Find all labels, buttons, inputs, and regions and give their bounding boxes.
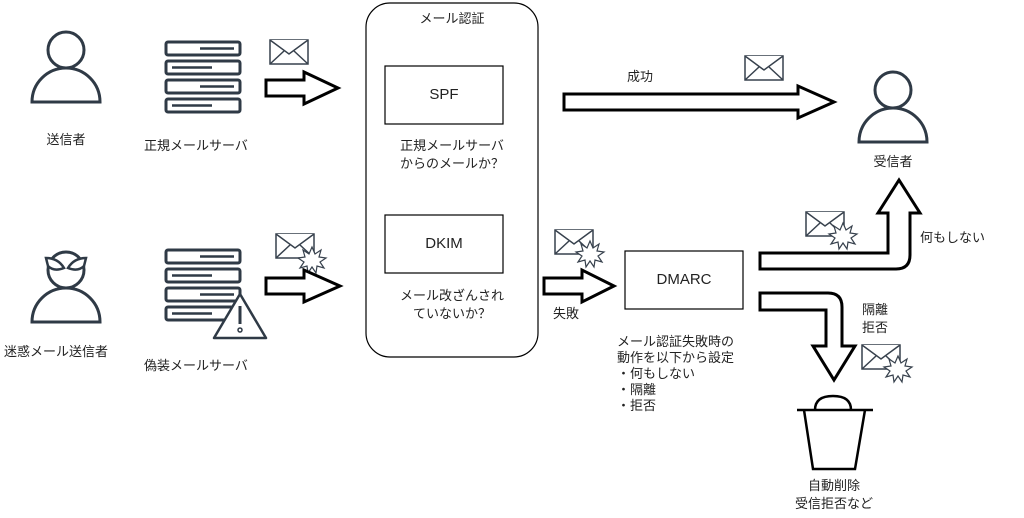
spammer-label: 迷惑メール送信者 [4, 345, 109, 360]
trash-label-1: 自動削除 [807, 479, 860, 494]
spf-desc-1: 正規メールサーバ [400, 139, 504, 154]
trash-icon [797, 394, 873, 471]
spammer-icon [30, 250, 102, 324]
arrow-do-nothing [758, 177, 923, 271]
spf-desc-2: からのメールか？ [399, 157, 504, 172]
arrow-success [562, 83, 838, 121]
success-label: 成功 [627, 70, 654, 85]
fake-server-icon [164, 248, 268, 340]
legit-server-label: 正規メールサーバ [144, 139, 248, 154]
arrow-fake-to-auth [264, 267, 344, 305]
envelope-icon [744, 55, 784, 81]
arrow-failure [542, 267, 618, 305]
auth-group-title: メール認証 [419, 12, 485, 27]
dmarc-desc-line: ・何もしない [617, 367, 696, 382]
reject-label: 拒否 [862, 321, 889, 336]
spoofed-envelope-icon [805, 211, 858, 250]
dmarc-desc-line: ・隔離 [617, 383, 657, 398]
dmarc-box [624, 250, 744, 310]
spoofed-envelope-icon [861, 344, 913, 383]
spf-box [384, 65, 504, 125]
dkim-label: DKIM [425, 235, 463, 252]
do-nothing-label: 何もしない [920, 231, 986, 246]
arrow-legit-to-auth [264, 69, 342, 107]
dmarc-desc-line: ・拒否 [617, 399, 657, 414]
dkim-box [384, 214, 504, 274]
spoofed-envelope-icon [275, 233, 327, 274]
envelope-icon [269, 39, 309, 65]
fake-server-label: 偽装メールサーバ [144, 359, 248, 374]
sender-label: 送信者 [46, 133, 86, 148]
quarantine-label: 隔離 [862, 303, 889, 318]
trash-label-2: 受信拒否など [794, 497, 873, 512]
receiver-icon [857, 70, 929, 144]
failure-label: 失敗 [553, 307, 580, 322]
spoofed-envelope-icon [554, 229, 605, 268]
arrow-quarantine-reject [758, 291, 858, 383]
dkim-desc-1: メール改ざんされ [399, 289, 504, 304]
sender-icon [30, 30, 102, 104]
dmarc-desc-line: メール認証失敗時の [617, 335, 735, 350]
receiver-label: 受信者 [873, 155, 913, 170]
dmarc-desc-line: 動作を以下から設定 [617, 351, 735, 366]
spf-label: SPF [429, 86, 459, 103]
server-icon [164, 40, 242, 114]
dmarc-label: DMARC [656, 271, 712, 288]
dkim-desc-2: ていないか？ [412, 307, 491, 322]
